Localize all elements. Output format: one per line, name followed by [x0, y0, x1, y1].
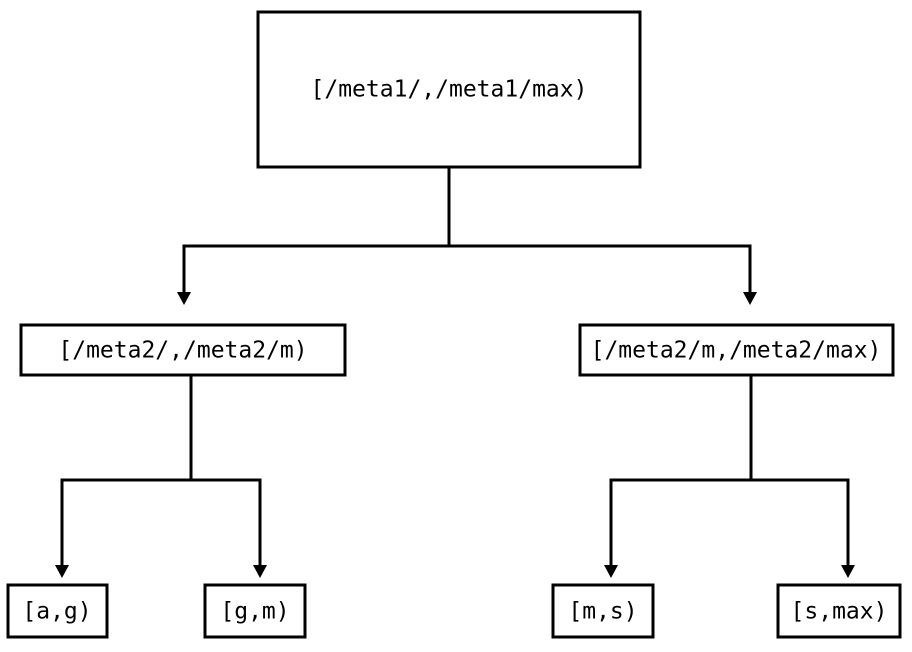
tree-edge	[749, 375, 850, 565]
nodes-layer: [/meta1/,/meta1/max) [/meta2/,/meta2/m) [/…	[6, 10, 902, 639]
node-box[interactable]	[776, 583, 902, 639]
node-label: [/meta2/,/meta2/m)	[58, 338, 307, 364]
node-label: [/meta2/m,/meta2/max)	[591, 338, 882, 364]
tree-node[interactable]: [g,m)	[203, 583, 307, 639]
tree-edge	[182, 167, 451, 292]
arrowhead-icon	[55, 565, 69, 578]
node-box[interactable]	[551, 583, 655, 639]
node-box[interactable]	[578, 323, 895, 377]
tree-edge	[189, 375, 262, 565]
tree-node[interactable]: [/meta1/,/meta1/max)	[256, 10, 642, 169]
node-box[interactable]	[256, 10, 642, 169]
tree-node[interactable]: [/meta2/m,/meta2/max)	[578, 323, 895, 377]
node-label: [m,s)	[568, 599, 637, 625]
arrowhead-icon	[253, 565, 267, 578]
tree-node[interactable]: [a,g)	[6, 583, 109, 639]
node-label: [g,m)	[220, 599, 289, 625]
tree-node[interactable]: [/meta2/,/meta2/m)	[19, 323, 347, 377]
node-box[interactable]	[203, 583, 307, 639]
tree-edge	[447, 167, 752, 292]
tree-edge	[609, 375, 753, 565]
node-box[interactable]	[6, 583, 109, 639]
tree-edge	[60, 375, 193, 565]
node-label: [s,max)	[791, 599, 888, 625]
arrowhead-icon	[841, 565, 855, 578]
arrowhead-icon	[177, 292, 191, 305]
tree-node[interactable]: [s,max)	[776, 583, 902, 639]
node-label: [a,g)	[22, 599, 91, 625]
arrowhead-icon	[743, 292, 757, 305]
tree-node[interactable]: [m,s)	[551, 583, 655, 639]
edges-layer	[60, 167, 850, 565]
node-box[interactable]	[19, 323, 347, 377]
node-label: [/meta1/,/meta1/max)	[311, 77, 588, 103]
arrowhead-icon	[604, 565, 618, 578]
arrowheads-layer	[55, 292, 855, 578]
